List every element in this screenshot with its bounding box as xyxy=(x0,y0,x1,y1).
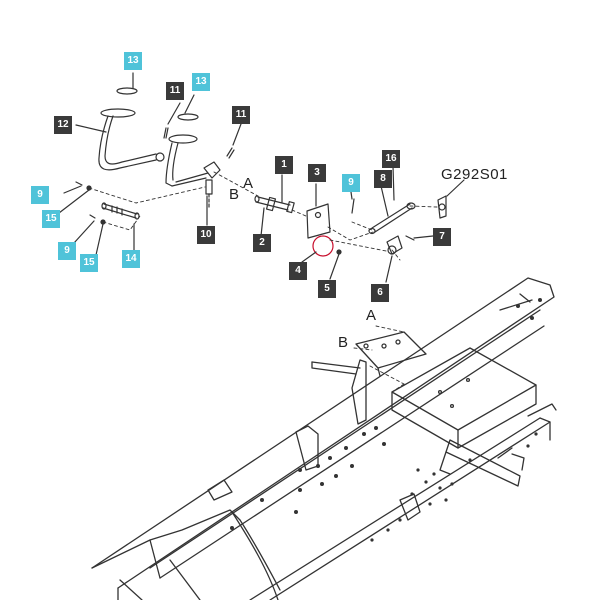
step-bracket-part xyxy=(165,134,221,209)
alignment-letter-b-upper: B xyxy=(229,186,240,203)
callout-11-left[interactable]: 11 xyxy=(166,82,184,100)
callout-9-left-top[interactable]: 9 xyxy=(31,186,49,204)
bracket-part xyxy=(437,179,465,219)
callout-2[interactable]: 2 xyxy=(253,234,271,252)
alignment-letter-a-upper: A xyxy=(243,175,254,192)
plate-part xyxy=(306,183,331,239)
callout-10[interactable]: 10 xyxy=(197,226,215,244)
callout-4[interactable]: 4 xyxy=(289,262,307,280)
pad-13-left xyxy=(116,87,138,95)
alignment-letter-a-lower: A xyxy=(366,307,377,324)
callout-9-left-bottom[interactable]: 9 xyxy=(58,242,76,260)
callout-11-right[interactable]: 11 xyxy=(232,106,250,124)
callout-15-top[interactable]: 15 xyxy=(42,210,60,228)
callout-3[interactable]: 3 xyxy=(308,164,326,182)
callout-7[interactable]: 7 xyxy=(433,228,451,246)
callout-12[interactable]: 12 xyxy=(54,116,72,134)
callout-9-middle[interactable]: 9 xyxy=(342,174,360,192)
diagram-code: G292S01 xyxy=(441,166,508,183)
callout-6[interactable]: 6 xyxy=(371,284,389,302)
callout-14[interactable]: 14 xyxy=(122,250,140,268)
callout-1[interactable]: 1 xyxy=(275,156,293,174)
step-bar-part xyxy=(98,108,165,171)
clevis-part xyxy=(385,235,403,283)
callout-13-left[interactable]: 13 xyxy=(124,52,142,70)
rod-part xyxy=(368,165,416,235)
callout-16[interactable]: 16 xyxy=(382,150,400,168)
callout-5[interactable]: 5 xyxy=(318,280,336,298)
hinge-pin-part xyxy=(254,174,295,237)
alignment-letter-b-lower: B xyxy=(338,334,349,351)
callout-13-right[interactable]: 13 xyxy=(192,73,210,91)
callout-8[interactable]: 8 xyxy=(374,170,392,188)
pad-13-right xyxy=(177,113,199,121)
pin-part xyxy=(101,202,140,220)
red-ring-part xyxy=(312,235,334,257)
callout-15-bottom[interactable]: 15 xyxy=(80,254,98,272)
vehicle-frame xyxy=(91,277,557,600)
